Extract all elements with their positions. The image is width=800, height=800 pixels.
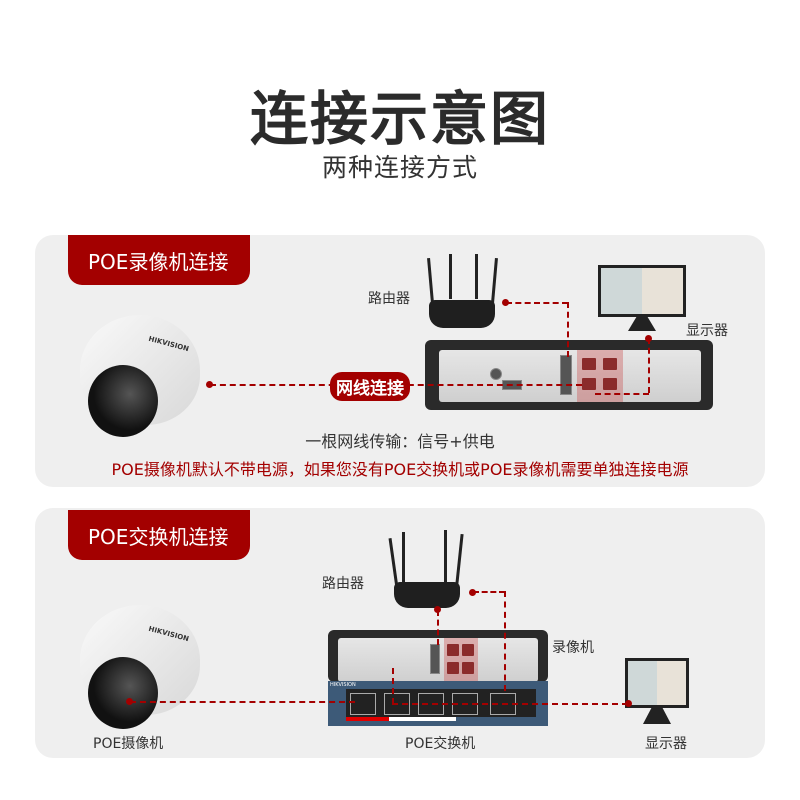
- page-subtitle: 两种连接方式: [321, 153, 478, 182]
- dome-camera: HIKVISION: [80, 605, 205, 730]
- router-label: 路由器: [322, 576, 364, 592]
- cable-note: 一根网线传输：信号+供电: [305, 432, 495, 451]
- switch-label: POE交换机: [405, 736, 476, 752]
- cable-connection-badge: 网线连接: [330, 372, 410, 401]
- monitor-label: 显示器: [645, 736, 687, 752]
- monitor: [598, 265, 688, 335]
- router: [425, 254, 500, 330]
- power-warning: POE摄像机默认不带电源，如果您没有POE交换机或POE录像机需要单独连接电源: [111, 460, 689, 479]
- router: [388, 530, 468, 610]
- poe-nvr-tab: POE录像机连接: [68, 235, 250, 285]
- monitor: [625, 658, 690, 728]
- switch-brand: HIKVISION: [330, 682, 356, 688]
- router-label: 路由器: [368, 291, 410, 307]
- poe-switch-tab: POE交换机连接: [68, 510, 250, 560]
- monitor-label: 显示器: [686, 323, 728, 339]
- page-title: 连接示意图: [249, 85, 550, 153]
- dome-camera: HIKVISION: [80, 315, 205, 440]
- nvr-label: 录像机: [552, 640, 594, 656]
- poe-nvr: [425, 340, 713, 410]
- camera-label: POE摄像机: [93, 736, 164, 752]
